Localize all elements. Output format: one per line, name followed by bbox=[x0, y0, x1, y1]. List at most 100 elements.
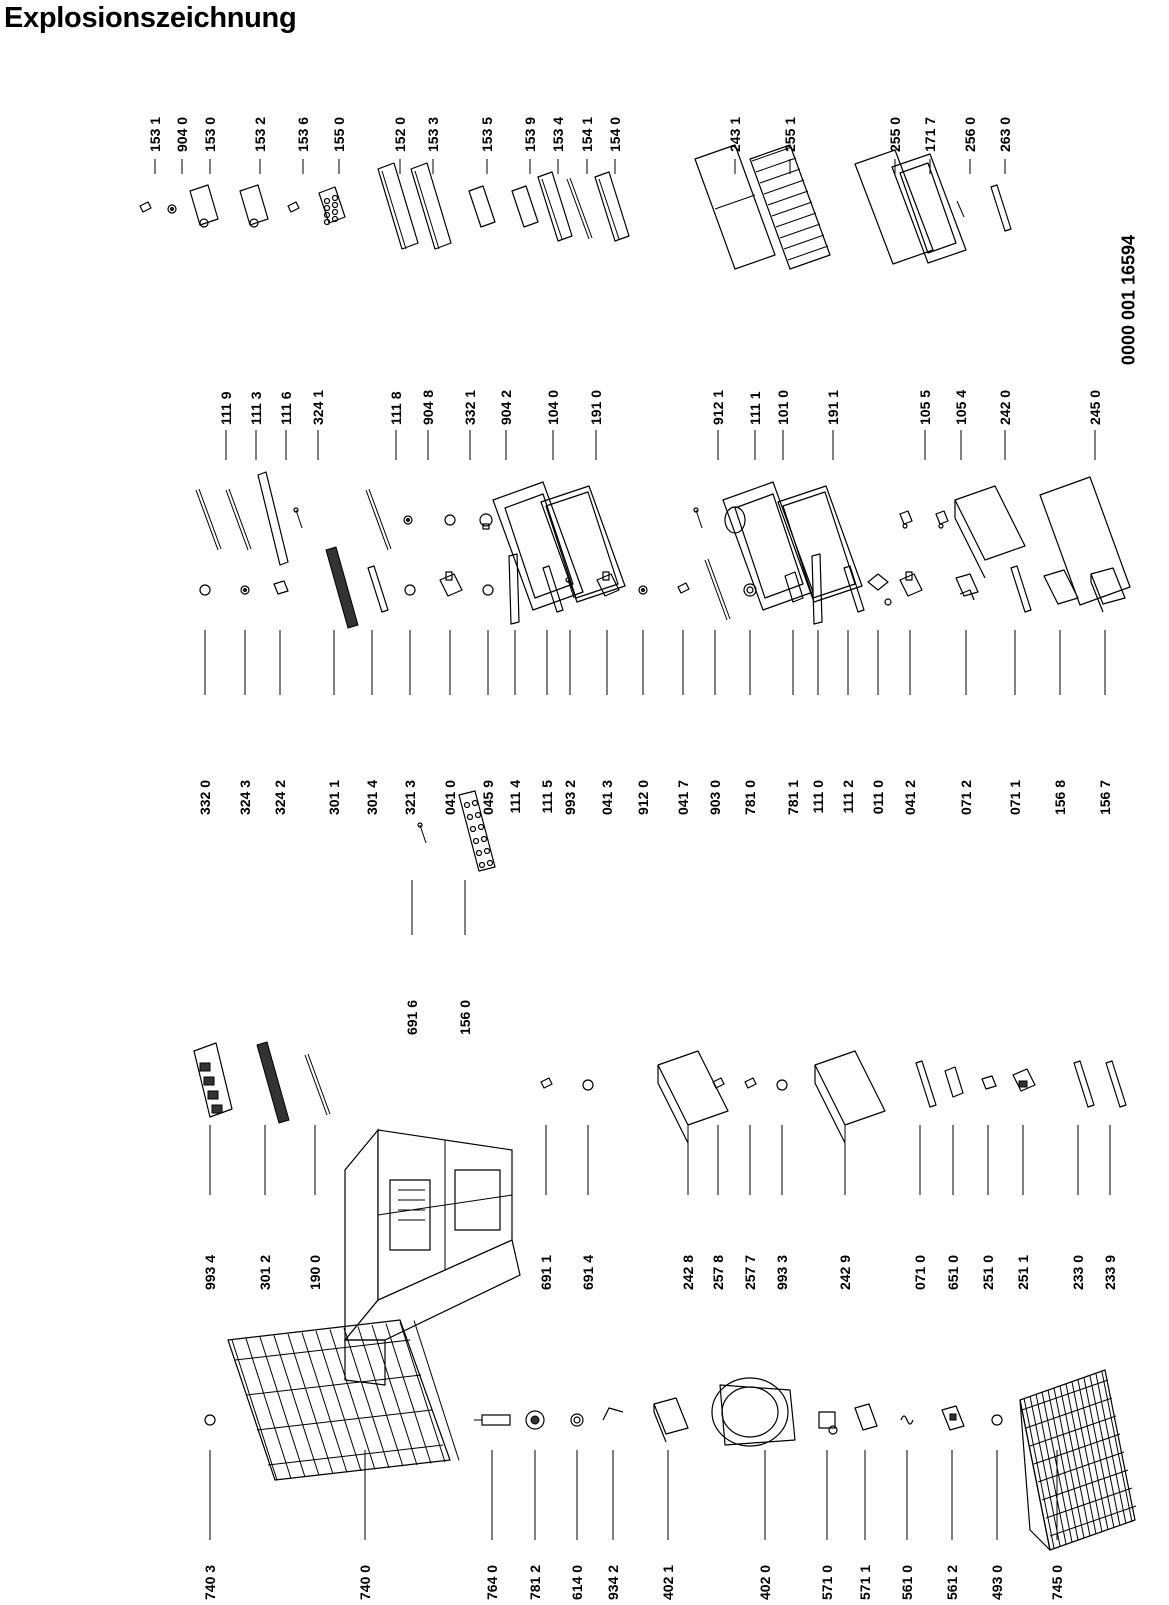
part-label-301-1: 301 1 bbox=[326, 630, 342, 815]
part-number: 904 2 bbox=[498, 390, 514, 425]
part-number: 171 7 bbox=[922, 117, 938, 152]
part-label-332-1: 332 1 bbox=[462, 390, 478, 460]
part-label-255-1: 255 1 bbox=[782, 117, 798, 174]
part-label-324-2: 324 2 bbox=[272, 630, 288, 815]
part-label-263-0: 263 0 bbox=[997, 117, 1013, 174]
part-number: 071 1 bbox=[1007, 780, 1023, 815]
part-spring-561-0-icon bbox=[900, 1415, 914, 1425]
part-label-233-0: 233 0 bbox=[1070, 1125, 1086, 1290]
part-number: 251 1 bbox=[1015, 1255, 1031, 1290]
rack-wire bbox=[1025, 1397, 1113, 1429]
part-number: 321 3 bbox=[402, 780, 418, 815]
part-number: 402 1 bbox=[660, 1565, 676, 1600]
part-number: 041 0 bbox=[442, 780, 458, 815]
rack-wire bbox=[1077, 1379, 1109, 1531]
part-label-571-1: 571 1 bbox=[857, 1450, 873, 1600]
rack-wire bbox=[1047, 1389, 1079, 1541]
part-strip-111-5-icon bbox=[542, 565, 564, 613]
part-ring-781-0-icon bbox=[743, 583, 757, 597]
part-label-041-0: 041 0 bbox=[442, 630, 458, 815]
part-gasket-191-0-icon bbox=[540, 485, 626, 603]
part-number: 561 0 bbox=[899, 1565, 915, 1600]
part-label-571-0: 571 0 bbox=[819, 1450, 835, 1600]
part-box-156-7-icon bbox=[1090, 567, 1126, 613]
part-label-153-1: 153 1 bbox=[147, 117, 163, 174]
part-number: 651 0 bbox=[945, 1255, 961, 1290]
part-label-691-4: 691 4 bbox=[580, 1125, 596, 1290]
part-label-190-0: 190 0 bbox=[307, 1125, 323, 1290]
part-relay-571-0-icon bbox=[818, 1411, 838, 1435]
part-ice-tray-156-0-icon bbox=[458, 790, 496, 872]
part-pin-324-1-icon bbox=[293, 507, 303, 529]
part-control-panel-993-4-icon bbox=[193, 1042, 233, 1118]
condenser-tube bbox=[315, 1330, 362, 1472]
condenser-rail bbox=[267, 1444, 444, 1466]
part-handle-111-0-icon bbox=[811, 553, 823, 625]
condenser-tube bbox=[371, 1324, 418, 1466]
part-hinge-part-105-5-icon bbox=[899, 510, 913, 529]
part-bracket-041-3-icon bbox=[596, 571, 620, 597]
part-label-402-0: 402 0 bbox=[757, 1450, 773, 1600]
part-number: 781 2 bbox=[527, 1565, 543, 1600]
part-label-251-0: 251 0 bbox=[980, 1125, 996, 1290]
part-rod-111-8-icon bbox=[365, 488, 392, 551]
part-number: 190 0 bbox=[307, 1255, 323, 1290]
rack-wire bbox=[1035, 1393, 1067, 1545]
part-number: 011 0 bbox=[870, 780, 886, 814]
part-number: 764 0 bbox=[484, 1565, 500, 1600]
part-number: 154 1 bbox=[579, 117, 595, 152]
part-label-321-3: 321 3 bbox=[402, 630, 418, 815]
part-egg-tray-153-0-icon bbox=[189, 184, 219, 228]
part-number: 242 9 bbox=[837, 1255, 853, 1290]
part-rod-154-1-icon bbox=[566, 177, 593, 240]
part-clip-041-7-icon bbox=[677, 582, 690, 594]
part-cap-493-0-icon bbox=[991, 1414, 1003, 1426]
part-number: 111 3 bbox=[248, 391, 264, 425]
part-egg-holder-155-0-icon bbox=[318, 186, 346, 226]
part-cap-332-1-icon bbox=[444, 514, 456, 526]
part-label-153-6: 153 6 bbox=[295, 117, 311, 174]
part-drawer-242-0-icon bbox=[954, 485, 1026, 579]
part-door-frame-104-0-icon bbox=[492, 481, 584, 611]
part-number: 153 3 bbox=[425, 117, 441, 152]
rack-wire bbox=[1053, 1387, 1085, 1539]
rack-wire bbox=[1059, 1385, 1091, 1537]
part-number: 993 4 bbox=[202, 1255, 218, 1290]
part-label-156-0: 156 0 bbox=[457, 880, 473, 1035]
part-number: 781 0 bbox=[742, 780, 758, 815]
part-number: 242 0 bbox=[997, 390, 1013, 425]
condenser-rail bbox=[245, 1374, 422, 1396]
part-label-912-0: 912 0 bbox=[635, 630, 651, 815]
part-glass-plate-255-0-icon bbox=[854, 149, 934, 265]
part-label-245-0: 245 0 bbox=[1087, 390, 1103, 460]
part-cap-993-3-icon bbox=[776, 1079, 788, 1091]
part-label-153-0: 153 0 bbox=[202, 117, 218, 174]
part-door-shelf-154-0-icon bbox=[594, 171, 630, 242]
part-number: 904 0 bbox=[174, 117, 190, 152]
part-label-561-0: 561 0 bbox=[899, 1450, 915, 1600]
part-label-101-0: 101 0 bbox=[775, 390, 791, 460]
part-label-651-0: 651 0 bbox=[945, 1125, 961, 1290]
part-number: 243 1 bbox=[727, 117, 743, 152]
part-strip-263-0-icon bbox=[990, 184, 1012, 232]
condenser-rail bbox=[234, 1339, 411, 1361]
part-number: 153 6 bbox=[295, 117, 311, 152]
part-clip-257-8-icon bbox=[712, 1077, 725, 1089]
part-label-156-8: 156 8 bbox=[1052, 630, 1068, 815]
part-label-301-2: 301 2 bbox=[257, 1125, 273, 1290]
part-number: 332 0 bbox=[197, 780, 213, 815]
condenser-tube bbox=[329, 1329, 376, 1470]
part-label-105-4: 105 4 bbox=[953, 390, 969, 460]
part-number: 257 7 bbox=[742, 1255, 758, 1290]
part-number: 111 9 bbox=[218, 391, 234, 425]
part-number: 153 2 bbox=[252, 117, 268, 152]
part-label-071-0: 071 0 bbox=[912, 1125, 928, 1290]
part-rod-111-9-icon bbox=[195, 488, 222, 551]
part-label-111-3: 111 3 bbox=[248, 391, 264, 460]
part-label-324-1: 324 1 bbox=[310, 390, 326, 460]
part-number: 045 9 bbox=[480, 780, 496, 815]
part-number: 191 1 bbox=[825, 390, 841, 425]
part-pin-993-2-icon bbox=[565, 577, 575, 599]
part-label-402-1: 402 1 bbox=[660, 1450, 676, 1600]
part-screw-324-3-icon bbox=[240, 585, 250, 595]
